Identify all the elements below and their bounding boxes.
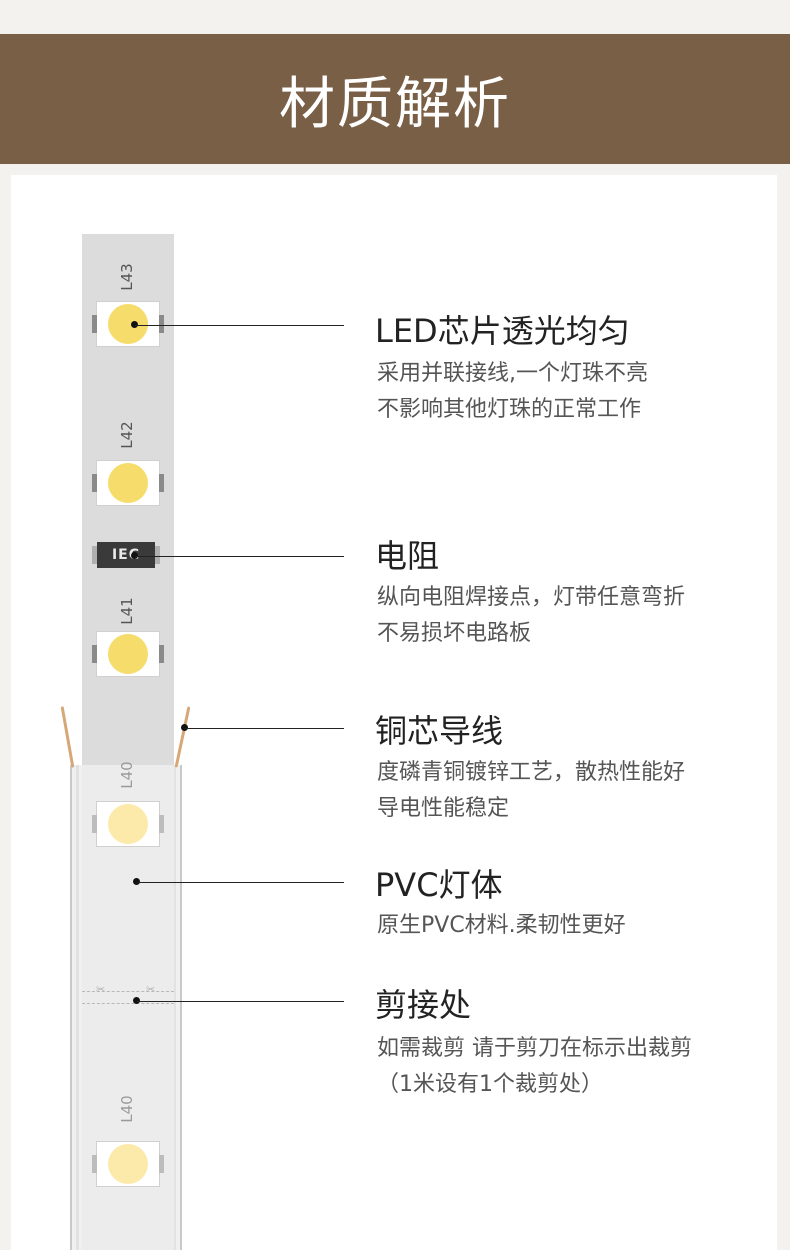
led-chip [92, 632, 164, 676]
callout-line [135, 556, 344, 557]
cut-marker-line [82, 991, 174, 992]
callout-line [135, 325, 344, 326]
scissors-icon: ✂ [146, 983, 156, 996]
callout-dot [131, 321, 138, 328]
led-chip [92, 802, 164, 846]
led-emitter [108, 1144, 148, 1184]
led-label: L40 [118, 761, 136, 789]
callout-line [137, 882, 344, 883]
feature-desc-line: 如需裁剪 请于剪刀在标示出裁剪 [377, 1036, 692, 1061]
feature-desc-line: 纵向电阻焊接点，灯带任意弯折 [377, 585, 686, 610]
feature-desc-line: 导电性能稳定 [377, 796, 510, 821]
callout-dot [133, 878, 140, 885]
cut-marker-line [82, 1003, 174, 1004]
led-label: L40 [118, 1095, 136, 1123]
callout-dot [133, 997, 140, 1004]
led-emitter [108, 463, 148, 503]
callout-dot [131, 552, 138, 559]
led-label: L41 [118, 597, 136, 625]
callout-line [137, 1001, 344, 1002]
feature-desc-line: 采用并联接线,一个灯珠不亮 [377, 361, 648, 386]
feature-desc-line: 不易损坏电路板 [377, 621, 532, 646]
page-title: 材质解析 [279, 71, 511, 137]
feature-title-pvc-body: PVC灯体 [375, 866, 503, 904]
callout-dot [181, 724, 188, 731]
led-chip [92, 461, 164, 505]
feature-title-resistor: 电阻 [375, 537, 440, 575]
feature-desc-line: （1米设有1个裁剪处） [377, 1072, 603, 1097]
feature-title-copper-wire: 铜芯导线 [375, 712, 504, 750]
feature-title-cut-point: 剪接处 [375, 986, 472, 1024]
led-emitter [108, 804, 148, 844]
led-emitter [108, 304, 148, 344]
led-chip [92, 302, 164, 346]
feature-title-led-chip: LED芯片透光均匀 [375, 312, 630, 350]
feature-desc-line: 原生PVC材料.柔韧性更好 [377, 913, 626, 938]
feature-desc-line: 不影响其他灯珠的正常工作 [377, 397, 642, 422]
led-emitter [108, 634, 148, 674]
led-label: L43 [118, 263, 136, 291]
scissors-icon: ✂ [96, 983, 106, 996]
led-chip [92, 1142, 164, 1186]
feature-desc-line: 度磷青铜镀锌工艺，散热性能好 [377, 760, 686, 785]
led-label: L42 [118, 421, 136, 449]
header-banner: 材质解析 [0, 34, 790, 164]
resistor-chip: IEC [92, 542, 160, 568]
callout-line [185, 728, 344, 729]
